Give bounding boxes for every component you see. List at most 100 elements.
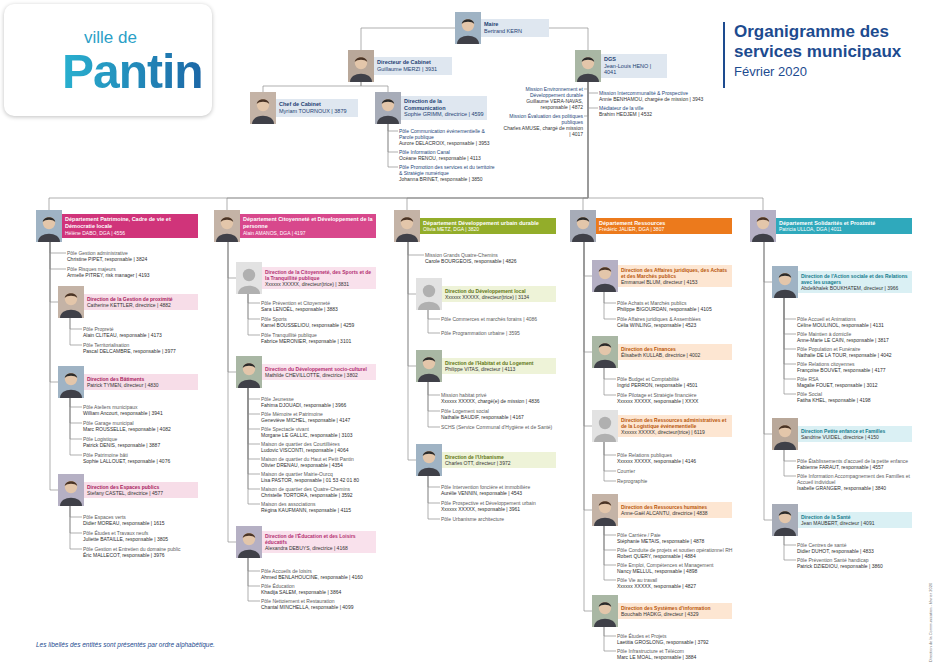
photo-body: [396, 234, 418, 242]
connector-line: [428, 310, 440, 333]
node-title: Directeur de Cabinet: [377, 59, 449, 66]
connector-line: [428, 382, 440, 427]
photo-background: [570, 210, 596, 242]
label-panel: Direction de la CommunicationSophie GRIM…: [401, 96, 487, 120]
connector-line: [428, 476, 440, 503]
photo-hair: [243, 533, 255, 538]
unit-entry: Pôle TerritorialisationPascal DELCAMBRE,…: [82, 342, 206, 354]
unit-entry: Pôle Achats et Marchés publicsPhilippe B…: [616, 300, 740, 312]
node-title: Pôle Patrimoine bâti: [83, 452, 205, 458]
node-detail: Fabienne FARAUT, responsable | 4557: [797, 464, 919, 470]
node-detail: Catherine KETTLER, directrice | 4882: [87, 302, 195, 308]
unit-entry: Pôle Intervention foncière et immobilièr…: [440, 484, 564, 496]
portrait-photo: [592, 260, 618, 292]
unit-entry: Pôle Budget et ComptabilitéIngrid PERRON…: [616, 376, 740, 388]
node-title: Direction des Finances: [621, 346, 729, 352]
connector-line: [408, 242, 416, 460]
unit-entry: Mission Grands Quatre-CheminsCarole BOUR…: [424, 252, 564, 264]
portrait-photo: [375, 92, 401, 124]
node-detail: Céline MOULINOL, responsable | 4131: [797, 322, 919, 328]
photo-head: [243, 269, 255, 281]
node-title: Pôle Centres de santé: [797, 542, 919, 548]
connector-line: [784, 298, 796, 319]
node-title: Maison de quartier des Courtillières: [261, 441, 383, 447]
node-title: Pôle Prévention Santé handicap: [797, 557, 919, 563]
photo-background: [592, 595, 618, 627]
node-detail: Ludovic VISCONTI, responsable | 4064: [261, 447, 383, 453]
node-title: Pôle Relations citoyennes: [797, 361, 919, 367]
person-box: Chef de CabinetMyriam TOURNOUX | 3879: [250, 92, 358, 124]
unit-entry: Pôle PropretéAlain CLITEAU, responsable …: [82, 326, 206, 338]
photo-background: [772, 504, 798, 536]
portrait-photo: [592, 336, 618, 368]
photo-body: [60, 390, 82, 398]
node-detail: Johanna BRINET, responsable | 3850: [399, 176, 499, 182]
photo-body: [238, 550, 260, 558]
photo-body: [594, 619, 616, 627]
portrait-photo: [58, 366, 84, 398]
node-title: Pôle Intervention foncière et immobilièr…: [441, 484, 563, 490]
portrait-photo: [416, 350, 442, 382]
unit-entry: Pôle Conduite de projets et soutien opér…: [616, 547, 740, 559]
photo-background: [772, 266, 798, 298]
connector-line: [408, 242, 416, 366]
node-title: Département Développement urbain durable: [423, 220, 553, 227]
connector-line: [764, 242, 772, 434]
direction-box: Direction Petite enfance et FamillesSand…: [772, 418, 912, 450]
photo-background: [236, 526, 262, 558]
node-detail: Régina KAUFMANN, responsable | 4115: [261, 507, 383, 513]
photo-hair: [462, 19, 474, 24]
node-detail: Laetitia GROSLONG, responsable | 3792: [617, 639, 739, 645]
node-detail: Alain CLITEAU, responsable | 4173: [83, 332, 205, 338]
node-title: Direction de la Citoyenneté, des Sports …: [265, 269, 373, 281]
node-detail: Chantal MINCHELLA, responsable | 4099: [261, 604, 383, 610]
node-title: Pôle Accueils de loisirs: [261, 568, 383, 574]
label-panel: Direction des Systèmes d'informationBouc…: [618, 603, 732, 619]
node-detail: Fatiha KHEL, responsable | 4198: [797, 397, 919, 403]
unit-entry: Pôle Relations publiquesXxxxxx XXXXX, re…: [616, 452, 740, 464]
node-title: Médiateur de la ville: [599, 105, 715, 111]
connector-line: [784, 298, 796, 349]
node-title: Pôle Logistique: [83, 436, 205, 442]
connector-line: [604, 627, 616, 651]
logo-text: Pantin: [62, 44, 203, 99]
unit-entry: Pôle Carrière / PaieStéphanie METAIS, re…: [616, 532, 740, 544]
node-detail: Fabrice MERONIER, responsable | 3101: [261, 338, 383, 344]
connector-line: [584, 242, 592, 426]
node-detail: Olivia METZ, DGA | 3820: [423, 226, 553, 232]
connector-line: [588, 82, 763, 210]
node-title: Direction de la Santé: [801, 514, 909, 520]
node-title: Pôle Gestion et Entretien du domaine pub…: [83, 546, 205, 552]
mission-entry: Mission Intercommunalité & ProspectiveAn…: [598, 90, 716, 102]
label-panel: Direction des BâtimentsPatrick TYMEN, di…: [84, 374, 198, 390]
department-box: Département Développement urbain durable…: [394, 210, 556, 242]
node-title: Mission Environnement et Développement d…: [503, 86, 583, 98]
connector-line: [248, 558, 260, 571]
photo-head: [221, 217, 233, 229]
photo-body: [457, 36, 479, 44]
node-title: Pôle Territorialisation: [83, 342, 205, 348]
node-title: Pôle Tranquillité publique: [261, 332, 383, 338]
unit-entry: Pôle Études et ProjetsLaetitia GROSLONG,…: [616, 633, 740, 645]
direction-box: Direction des Affaires juridiques, des A…: [592, 260, 732, 292]
photo-body: [594, 434, 616, 442]
photo-body: [38, 234, 60, 242]
node-title: Pôle Population et Funéraire: [797, 346, 919, 352]
connector-line: [428, 382, 440, 411]
portrait-photo: [36, 210, 62, 242]
node-title: Pôle Affaires juridiques & Assemblées: [617, 316, 739, 322]
unit-entry: Pôle Patrimoine bâtiSophie LALLOUET, res…: [82, 452, 206, 464]
connector-line: [361, 28, 455, 50]
label-panel: Direction de l'Action sociale et des Rel…: [798, 271, 912, 293]
photo-background: [394, 210, 420, 242]
node-detail: Guillaume MERZI | 3931: [377, 66, 449, 73]
connector-line: [784, 298, 796, 364]
label-panel: Chef de CabinetMyriam TOURNOUX | 3879: [276, 99, 358, 116]
unit-entry: Pôle Mémoire et PatrimoineGeneviève MICH…: [260, 411, 384, 423]
connector-line: [584, 242, 592, 276]
portrait-photo: [772, 266, 798, 298]
node-title: Pôle Achats et Marchés publics: [617, 300, 739, 306]
node-detail: Frédéric JALIER, DGA | 3807: [599, 226, 729, 232]
unit-entry: Pôle RSAMagalie FOUET, responsable | 301…: [796, 376, 920, 388]
node-detail: Geneviève MICHEL, responsable | 4147: [261, 417, 383, 423]
